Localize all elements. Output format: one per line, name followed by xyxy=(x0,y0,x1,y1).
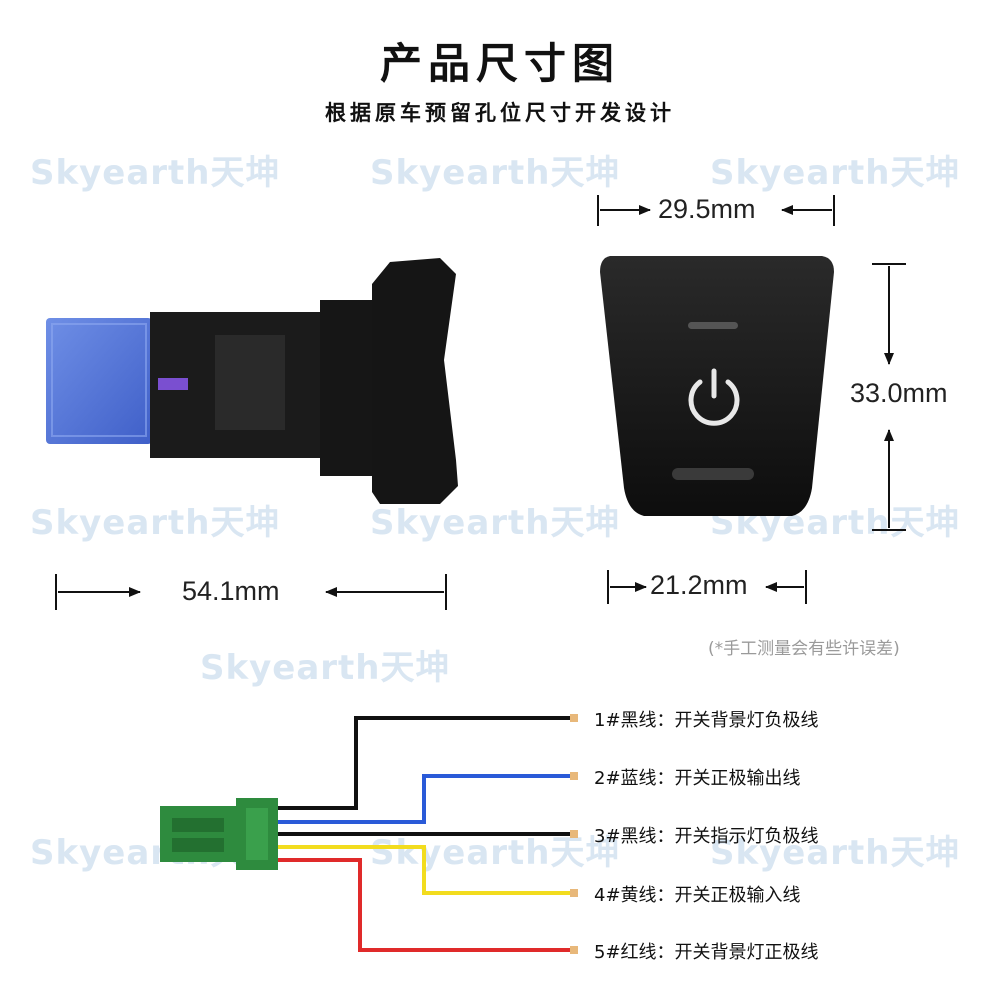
page-subtitle: 根据原车预留孔位尺寸开发设计 xyxy=(325,101,675,125)
dimension-top-width xyxy=(597,195,835,226)
wire-1 xyxy=(276,716,570,810)
wire-label-2: 2#蓝线：开关正极输出线 xyxy=(594,768,801,789)
wire-5 xyxy=(276,858,570,952)
switch-front-view xyxy=(600,256,834,516)
page-title: 产品尺寸图 xyxy=(379,39,620,88)
dimension-bottom-width-label: 21.2mm xyxy=(650,570,748,600)
dimension-length-label: 54.1mm xyxy=(182,576,280,606)
dimension-top-width-label: 29.5mm xyxy=(658,194,756,224)
dimension-height xyxy=(872,263,906,531)
switch-side-view xyxy=(46,258,458,504)
dimension-height-label: 33.0mm xyxy=(850,378,948,408)
watermark: Skyearth天坤 xyxy=(710,833,961,873)
dimension-bottom-width xyxy=(607,570,807,604)
wire-label-4: 4#黄线：开关正极输入线 xyxy=(594,885,801,906)
watermark: Skyearth天坤 xyxy=(370,503,621,543)
watermark: Skyearth天坤 xyxy=(200,648,451,688)
power-icon xyxy=(688,368,740,426)
measurement-note: (*手工测量会有些许误差) xyxy=(708,639,900,659)
watermark: Skyearth天坤 xyxy=(30,503,281,543)
wiring-harness xyxy=(276,714,578,954)
wire-label-1: 1#黑线：开关背景灯负极线 xyxy=(594,710,819,731)
watermark: Skyearth天坤 xyxy=(370,833,621,873)
wire-label-3: 3#黑线：开关指示灯负极线 xyxy=(594,826,819,847)
wire-2 xyxy=(276,774,570,824)
watermark: Skyearth天坤 xyxy=(30,153,281,193)
watermark: Skyearth天坤 xyxy=(370,153,621,193)
wire-label-5: 5#红线：开关背景灯正极线 xyxy=(594,942,819,963)
wire-4 xyxy=(276,845,570,895)
watermark: Skyearth天坤 xyxy=(710,153,961,193)
connector-plug xyxy=(160,798,278,870)
dimension-length xyxy=(55,574,447,610)
